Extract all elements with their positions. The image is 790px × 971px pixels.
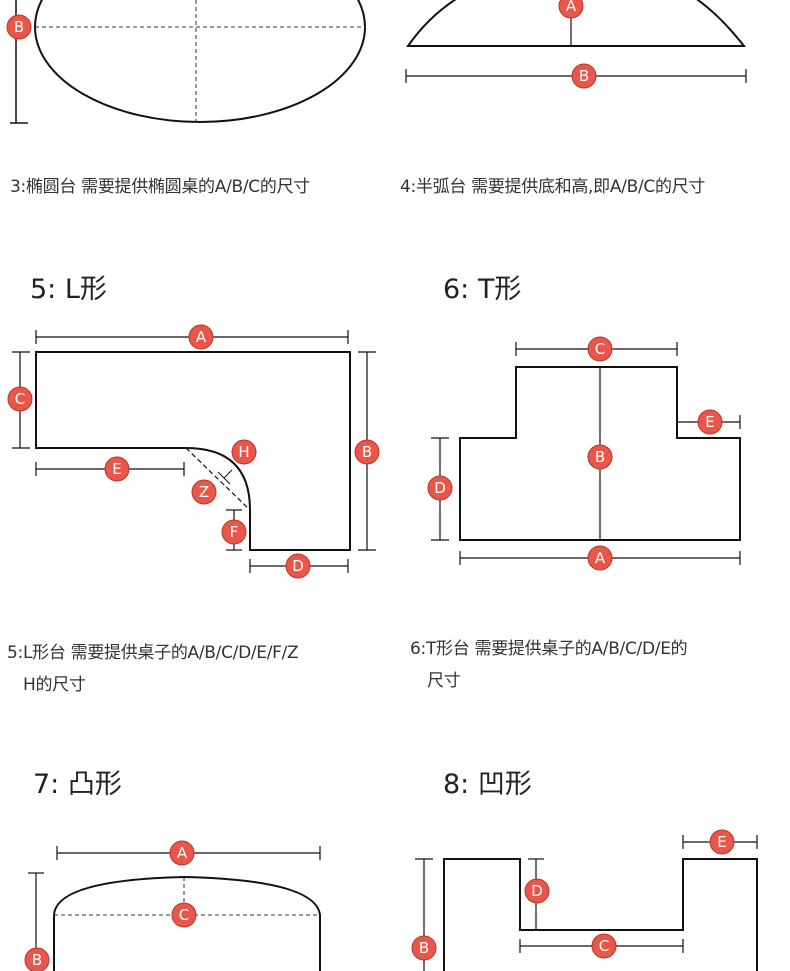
caption-6-line-1: 6:T形台 需要提供桌子的A/B/C/D/E的 — [410, 639, 688, 659]
badge-t-a: A — [587, 545, 613, 571]
svg-text:B: B — [419, 939, 429, 957]
badge-l-e: E — [104, 456, 130, 482]
svg-text:C: C — [179, 906, 189, 924]
badge-l-c: C — [7, 386, 33, 412]
badge-concave-b: B — [411, 935, 437, 961]
caption-5-line-1: 5:L形台 需要提供桌子的A/B/C/D/E/F/Z — [7, 643, 299, 663]
t-shape-outline — [459, 366, 741, 541]
badge-t-c: C — [587, 336, 613, 362]
caption-3: 3:椭圆台 需要提供椭圆桌的A/B/C的尺寸 — [10, 177, 310, 197]
badge-concave-d: D — [524, 878, 550, 904]
badge-l-z: Z — [191, 479, 217, 505]
svg-text:C: C — [15, 390, 25, 408]
caption-5-line-2: H的尺寸 — [23, 675, 86, 695]
badge-l-d: D — [285, 553, 311, 579]
badge-half-arc-b: B — [571, 63, 597, 89]
ellipse-outline — [34, 0, 366, 123]
svg-text:Z: Z — [199, 483, 209, 501]
convex-shape-figure: A C B — [24, 840, 321, 971]
svg-text:A: A — [177, 844, 188, 862]
concave-outline — [443, 858, 758, 971]
svg-text:C: C — [599, 937, 609, 955]
badge-t-d: D — [427, 475, 453, 501]
svg-text:B: B — [32, 951, 42, 969]
badge-l-f: F — [221, 519, 247, 545]
svg-text:D: D — [292, 557, 304, 575]
caption-6-line-2: 尺寸 — [427, 671, 461, 691]
badge-concave-e: E — [709, 829, 735, 855]
svg-text:E: E — [112, 460, 121, 478]
svg-text:B: B — [362, 443, 372, 461]
half-arc-outline — [406, 0, 747, 47]
badge-l-h: H — [231, 439, 257, 465]
svg-text:C: C — [595, 340, 605, 358]
l-shape-figure: A C B E D Z H F — [7, 324, 380, 579]
svg-text:A: A — [595, 549, 606, 567]
badge-convex-b: B — [24, 947, 50, 971]
badge-convex-c: C — [171, 902, 197, 928]
l-shape-outline — [35, 351, 351, 551]
l-chord-z — [185, 447, 251, 511]
t-shape-figure: B C E D A — [427, 336, 741, 571]
svg-text:D: D — [531, 882, 543, 900]
badge-t-e: E — [697, 409, 723, 435]
caption-4: 4:半弧台 需要提供底和高,即A/B/C的尺寸 — [400, 177, 706, 197]
svg-text:E: E — [717, 833, 726, 851]
title-6: 6: T形 — [443, 274, 522, 305]
title-5: 5: L形 — [30, 274, 107, 305]
svg-text:A: A — [566, 0, 577, 15]
svg-text:A: A — [196, 328, 207, 346]
badge-ellipse-b: B — [6, 14, 32, 40]
svg-text:B: B — [595, 448, 605, 466]
svg-text:B: B — [579, 67, 589, 85]
badge-l-a: A — [188, 324, 214, 350]
badge-half-arc-a: A — [558, 0, 584, 19]
title-7: 7: 凸形 — [33, 769, 122, 800]
concave-shape-figure: B D C E — [411, 829, 758, 971]
badge-t-b: B — [587, 444, 613, 470]
badge-concave-c: C — [591, 933, 617, 959]
title-8: 8: 凹形 — [443, 769, 532, 800]
svg-text:B: B — [14, 18, 24, 36]
svg-text:H: H — [238, 443, 249, 461]
badge-convex-a: A — [169, 840, 195, 866]
half-arc-table-figure: A B — [405, 0, 747, 89]
ellipse-table-figure: B — [6, 0, 366, 124]
svg-text:F: F — [230, 523, 239, 541]
badge-l-b: B — [354, 439, 380, 465]
svg-text:D: D — [434, 479, 446, 497]
svg-text:E: E — [705, 413, 714, 431]
